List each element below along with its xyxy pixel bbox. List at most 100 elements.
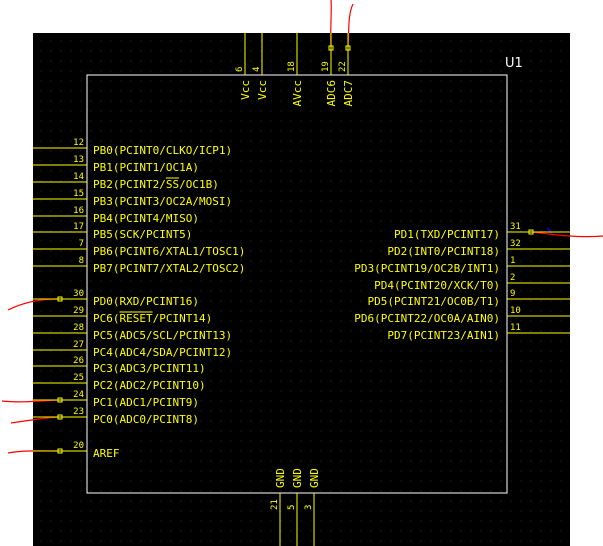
connection-point[interactable]	[528, 229, 534, 235]
connection-point[interactable]	[328, 45, 334, 51]
pin-label: PC6(RESET/PCINT14)	[93, 312, 212, 325]
pin-label: PD2(INT0/PCINT18)	[387, 245, 500, 258]
pin-number: 1	[510, 256, 515, 266]
pin-label: PB6(PCINT6/XTAL1/TOSC1)	[93, 245, 245, 258]
pin-label: PD0(RXD/PCINT16)	[93, 295, 199, 308]
pin-label: PB2(PCINT2/SS/OC1B)	[93, 178, 219, 191]
connection-point[interactable]	[345, 45, 351, 51]
pin-label: PC5(ADC5/SCL/PCINT13)	[93, 329, 232, 342]
pin-label: PD4(PCINT20/XCK/T0)	[374, 279, 500, 292]
left-pins: 12PB0(PCINT0/CLKO/ICP1)13PB1(PCINT1/OC1A…	[33, 138, 245, 460]
pin-label: PB0(PCINT0/CLKO/ICP1)	[93, 144, 232, 157]
pin-number: 4	[252, 67, 262, 72]
pin-number: 12	[73, 138, 84, 148]
pin-number: 6	[235, 67, 245, 72]
pin-label: ADC7	[342, 80, 355, 107]
pin-number: 11	[510, 323, 521, 333]
pin-label: PC0(ADC0/PCINT8)	[93, 413, 199, 426]
pin-number: 19	[321, 61, 331, 72]
pin-number: 24	[73, 390, 84, 400]
pin-label: Vcc	[239, 80, 252, 100]
pin-label: PD6(PCINT22/OC0A/AIN0)	[354, 312, 500, 325]
pin-label: PC4(ADC4/SDA/PCINT12)	[93, 346, 232, 359]
pin-number: 10	[510, 306, 521, 316]
pin-label: PD7(PCINT23/AIN1)	[387, 329, 500, 342]
pin-number: 30	[73, 289, 84, 299]
pin-number: 3	[304, 505, 314, 510]
pin-number: 13	[73, 155, 84, 165]
pin-number: 26	[73, 356, 84, 366]
pin-number: 29	[73, 306, 84, 316]
pin-label: AREF	[93, 447, 120, 460]
pin-number: 20	[73, 441, 84, 451]
pin-number: 28	[73, 323, 84, 333]
pin-label: PB7(PCINT7/XTAL2/TOSC2)	[93, 262, 245, 275]
pin-label: GND	[291, 468, 304, 488]
pin-gnd-3[interactable]: 3 GND	[304, 468, 321, 546]
pin-number: 31	[510, 222, 521, 232]
component-ref-label: U1	[505, 56, 523, 71]
right-pins: 31PD1(TXD/PCINT17)32PD2(INT0/PCINT18)1PD…	[354, 222, 570, 342]
pin-number: 7	[79, 239, 84, 249]
pin-number: 32	[510, 239, 521, 249]
pin-label: ADC6	[325, 80, 338, 107]
wire-pd1[interactable]	[532, 231, 603, 238]
connection-point[interactable]	[57, 397, 63, 403]
pin-number: 27	[73, 340, 84, 350]
pin-label: AVcc	[291, 80, 304, 107]
pin-number: 25	[73, 373, 84, 383]
pin-number: 16	[73, 206, 84, 216]
pin-label: GND	[274, 468, 287, 488]
pin-label: PB4(PCINT4/MISO)	[93, 212, 199, 225]
pin-label: PC3(ADC3/PCINT11)	[93, 362, 206, 375]
connection-point[interactable]	[57, 296, 63, 302]
pin-label: PD3(PCINT19/OC2B/INT1)	[354, 262, 500, 275]
pin-label: PB3(PCINT3/OC2A/MOSI)	[93, 195, 232, 208]
pin-label: PD5(PCINT21/OC0B/T1)	[368, 295, 500, 308]
pin-number: 23	[73, 407, 84, 417]
pin-number: 14	[73, 172, 84, 182]
schematic-background	[33, 33, 570, 546]
pin-number: 8	[79, 256, 84, 266]
connection-point[interactable]	[57, 414, 63, 420]
connection-point[interactable]	[57, 448, 63, 454]
pin-number: 17	[73, 222, 84, 232]
pin-label: PB5(SCK/PCINT5)	[93, 228, 192, 241]
pin-label: GND	[308, 468, 321, 488]
pin-label: Vcc	[256, 80, 269, 100]
